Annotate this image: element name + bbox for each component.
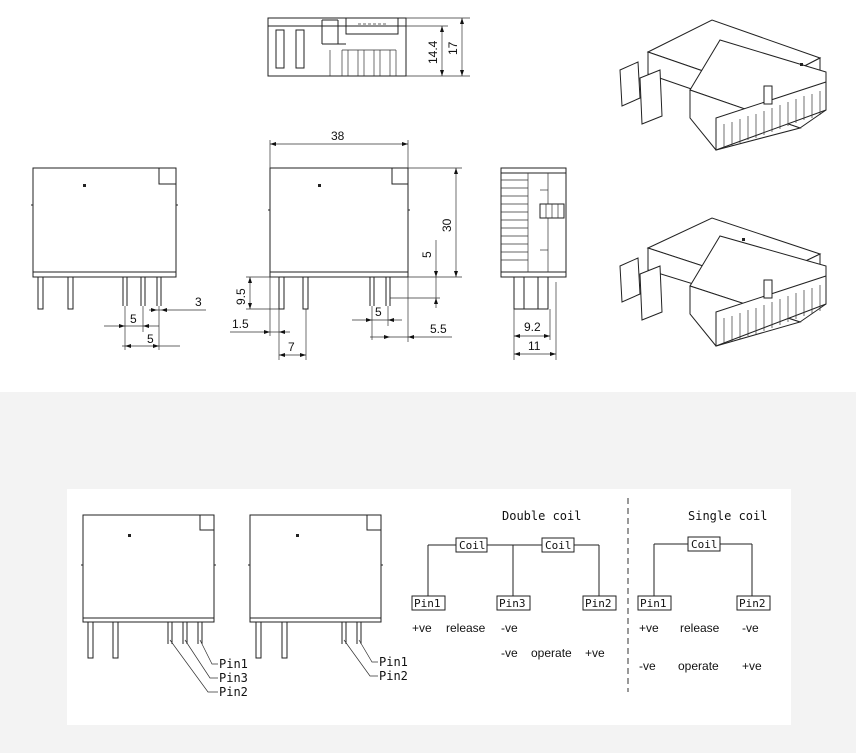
dim-14-4: 14.4 <box>426 40 440 64</box>
double-pin2-label: Pin2 <box>585 597 612 610</box>
dim-9-2: 9.2 <box>524 320 541 334</box>
double-operate-label: operate <box>531 646 572 660</box>
single-coil-label: Coil <box>691 538 718 551</box>
single-release-label: release <box>680 621 720 635</box>
single-operate-pin1: -ve <box>639 659 656 673</box>
isometric-view-top <box>619 19 827 151</box>
single-operate-pin2: +ve <box>742 659 762 673</box>
double-release-label: release <box>446 621 486 635</box>
double-coil-right-label: Coil <box>545 539 572 552</box>
double-pin3-label: Pin3 <box>499 597 526 610</box>
single-release-pin2: -ve <box>742 621 759 635</box>
relay2-pin2-label: Pin2 <box>379 669 408 683</box>
dim-left-3: 3 <box>195 295 202 309</box>
relay1-pin1-label: Pin1 <box>219 657 248 671</box>
double-coil-schematic: Double coil Coil Coil Pin1 Pin3 Pin2 +ve… <box>411 509 617 660</box>
single-pin1-label: Pin1 <box>640 597 667 610</box>
dim-5-5: 5.5 <box>430 322 447 336</box>
dim-17: 17 <box>446 41 460 55</box>
side-view: 9.2 11 <box>500 167 567 360</box>
double-operate-pin3: -ve <box>501 646 518 660</box>
double-coil-title: Double coil <box>502 509 581 523</box>
relay2-pin1-label: Pin1 <box>379 655 408 669</box>
double-coil-left-label: Coil <box>459 539 486 552</box>
single-coil-schematic: Single coil Coil Pin1 Pin2 +ve release -… <box>637 509 771 673</box>
dim-left-5-a: 5 <box>130 312 137 326</box>
double-operate-pin2: +ve <box>585 646 605 660</box>
left-front-view: 5 5 3 <box>31 167 206 350</box>
dim-9-5: 9.5 <box>234 288 248 305</box>
isometric-view-bottom <box>619 217 827 347</box>
relay1-pin2-label: Pin2 <box>219 685 248 699</box>
dim-38: 38 <box>331 129 345 143</box>
relay1-pin3-label: Pin3 <box>219 671 248 685</box>
dim-7: 7 <box>288 340 295 354</box>
wiring-relay-two-pin: Pin1 Pin2 <box>248 514 408 683</box>
single-pin2-label: Pin2 <box>739 597 766 610</box>
dim-30: 30 <box>440 218 454 232</box>
dim-5-right: 5 <box>420 251 434 258</box>
single-release-pin1: +ve <box>639 621 659 635</box>
double-release-pin1: +ve <box>412 621 432 635</box>
double-release-pin3: -ve <box>501 621 518 635</box>
wiring-relay-three-pin: Pin1 Pin3 Pin2 <box>81 514 248 699</box>
single-operate-label: operate <box>678 659 719 673</box>
double-pin1-label: Pin1 <box>414 597 441 610</box>
dim-5-mid: 5 <box>375 305 382 319</box>
dim-11: 11 <box>528 339 541 353</box>
dim-1-5: 1.5 <box>232 317 249 331</box>
top-view: 14.4 17 <box>267 17 470 77</box>
center-front-view: 38 30 5 9.5 1.5 7 <box>230 129 462 360</box>
dim-left-5-b: 5 <box>147 332 154 346</box>
single-coil-title: Single coil <box>688 509 767 523</box>
